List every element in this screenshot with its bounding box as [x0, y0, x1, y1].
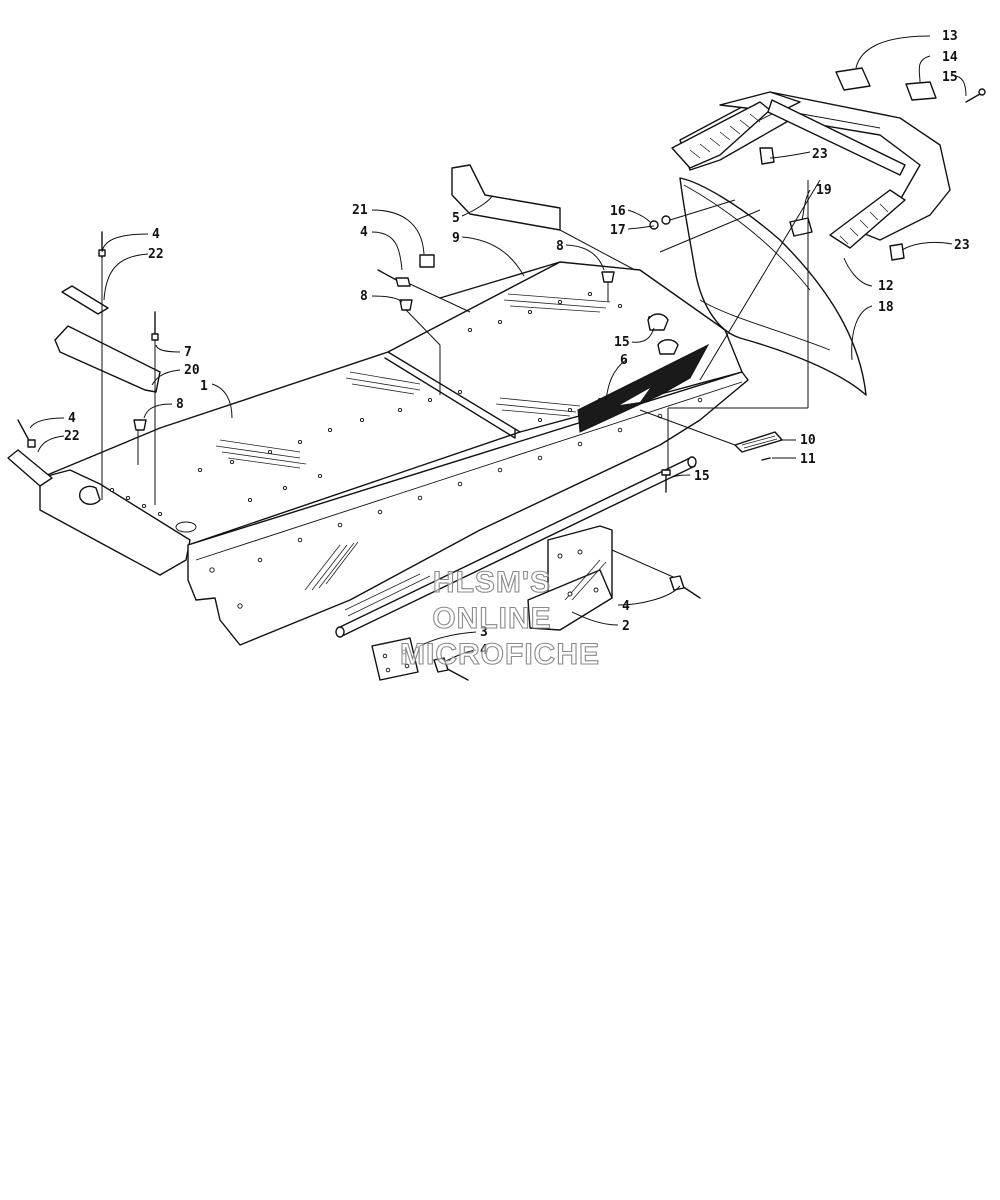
callout-6: 6: [620, 353, 628, 368]
watermark-line-2: ONLINE: [432, 602, 551, 635]
upper-deck-panel: [451, 164, 636, 271]
plate-22-upper: [61, 285, 109, 315]
callout-8: 8: [176, 397, 184, 412]
tunnel-panel: [39, 261, 749, 646]
bolt-15-lower: [661, 469, 671, 493]
callout-14: 14: [942, 50, 958, 65]
callout-8: 8: [360, 289, 368, 304]
callout-22: 22: [148, 247, 164, 262]
callout-23: 23: [812, 147, 828, 162]
rear-bumper: [649, 67, 986, 470]
callout-15: 15: [694, 469, 710, 484]
decal: [577, 343, 710, 433]
watermark: HLSM'S ONLINE MICROFICHE: [399, 565, 600, 671]
callout-11: 11: [800, 452, 816, 467]
callout-17: 17: [610, 223, 626, 238]
callout-4: 4: [360, 225, 368, 240]
callout-3: 3: [480, 625, 488, 640]
callout-12: 12: [878, 279, 894, 294]
callout-9: 9: [452, 231, 460, 246]
callout-leaders: [29, 35, 967, 663]
callout-20: 20: [184, 363, 200, 378]
watermark-line-3: MICROFICHE: [400, 638, 600, 671]
front-brackets: [7, 231, 161, 505]
callout-22: 22: [64, 429, 80, 444]
callout-4: 4: [622, 599, 630, 614]
callout-19: 19: [816, 183, 832, 198]
plugs: [133, 271, 615, 431]
callout-4: 4: [480, 643, 488, 658]
callout-1: 1: [200, 379, 208, 394]
callout-15: 15: [614, 335, 630, 350]
callout-13: 13: [942, 29, 958, 44]
callout-labels: 4 22 7 20 1 8 4 22 21 4 8 5 9 8 15 6 13 …: [64, 29, 970, 658]
callout-21: 21: [352, 203, 368, 218]
callout-15: 15: [942, 70, 958, 85]
callout-23: 23: [954, 238, 970, 253]
end-cap-14: [905, 81, 937, 101]
callout-8: 8: [556, 239, 564, 254]
snap-15: [647, 313, 679, 355]
plate-22-lower: [7, 449, 53, 487]
side-rivets: [209, 397, 703, 609]
callout-5: 5: [452, 211, 460, 226]
callout-7: 7: [184, 345, 192, 360]
callout-18: 18: [878, 300, 894, 315]
deck-rivets: [109, 291, 653, 517]
callout-16: 16: [610, 204, 626, 219]
callout-2: 2: [622, 619, 630, 634]
rivet-top: [377, 269, 471, 313]
callout-10: 10: [800, 433, 816, 448]
end-cap-13: [835, 67, 871, 91]
callout-4: 4: [152, 227, 160, 242]
bracket-20: [54, 325, 161, 393]
callout-4: 4: [68, 411, 76, 426]
skid-plate: [527, 525, 701, 631]
decal-21: [419, 254, 435, 268]
watermark-line-1: HLSM'S: [433, 566, 551, 599]
